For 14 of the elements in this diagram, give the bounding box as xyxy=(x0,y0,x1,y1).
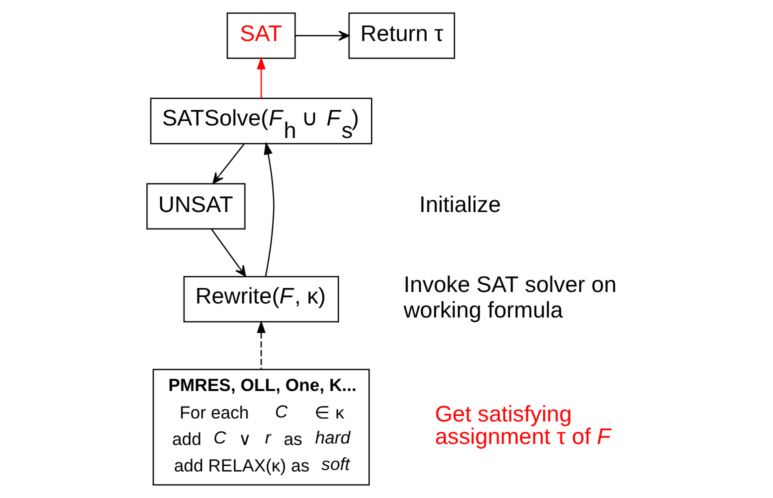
label: Invoke SAT solver on working formula xyxy=(403,272,616,322)
node-box: SAT xyxy=(226,12,296,59)
node-box: Return τ xyxy=(348,12,455,59)
label: Get satisfying assignment τ of F xyxy=(434,401,610,449)
arrow xyxy=(263,142,274,276)
arrow xyxy=(294,30,350,41)
arrow xyxy=(212,144,244,184)
arrow xyxy=(210,228,246,277)
node-box: Rewrite(F, κ) xyxy=(182,276,338,322)
node-box: UNSAT xyxy=(146,183,246,230)
node-box: PMRES, OLL, One, K... For each C ∈ κ add C ∨ r as hard add RELAX(κ) as soft xyxy=(152,368,370,486)
label: Initialize xyxy=(418,192,500,217)
arrow xyxy=(256,56,266,98)
arrow xyxy=(256,320,266,370)
